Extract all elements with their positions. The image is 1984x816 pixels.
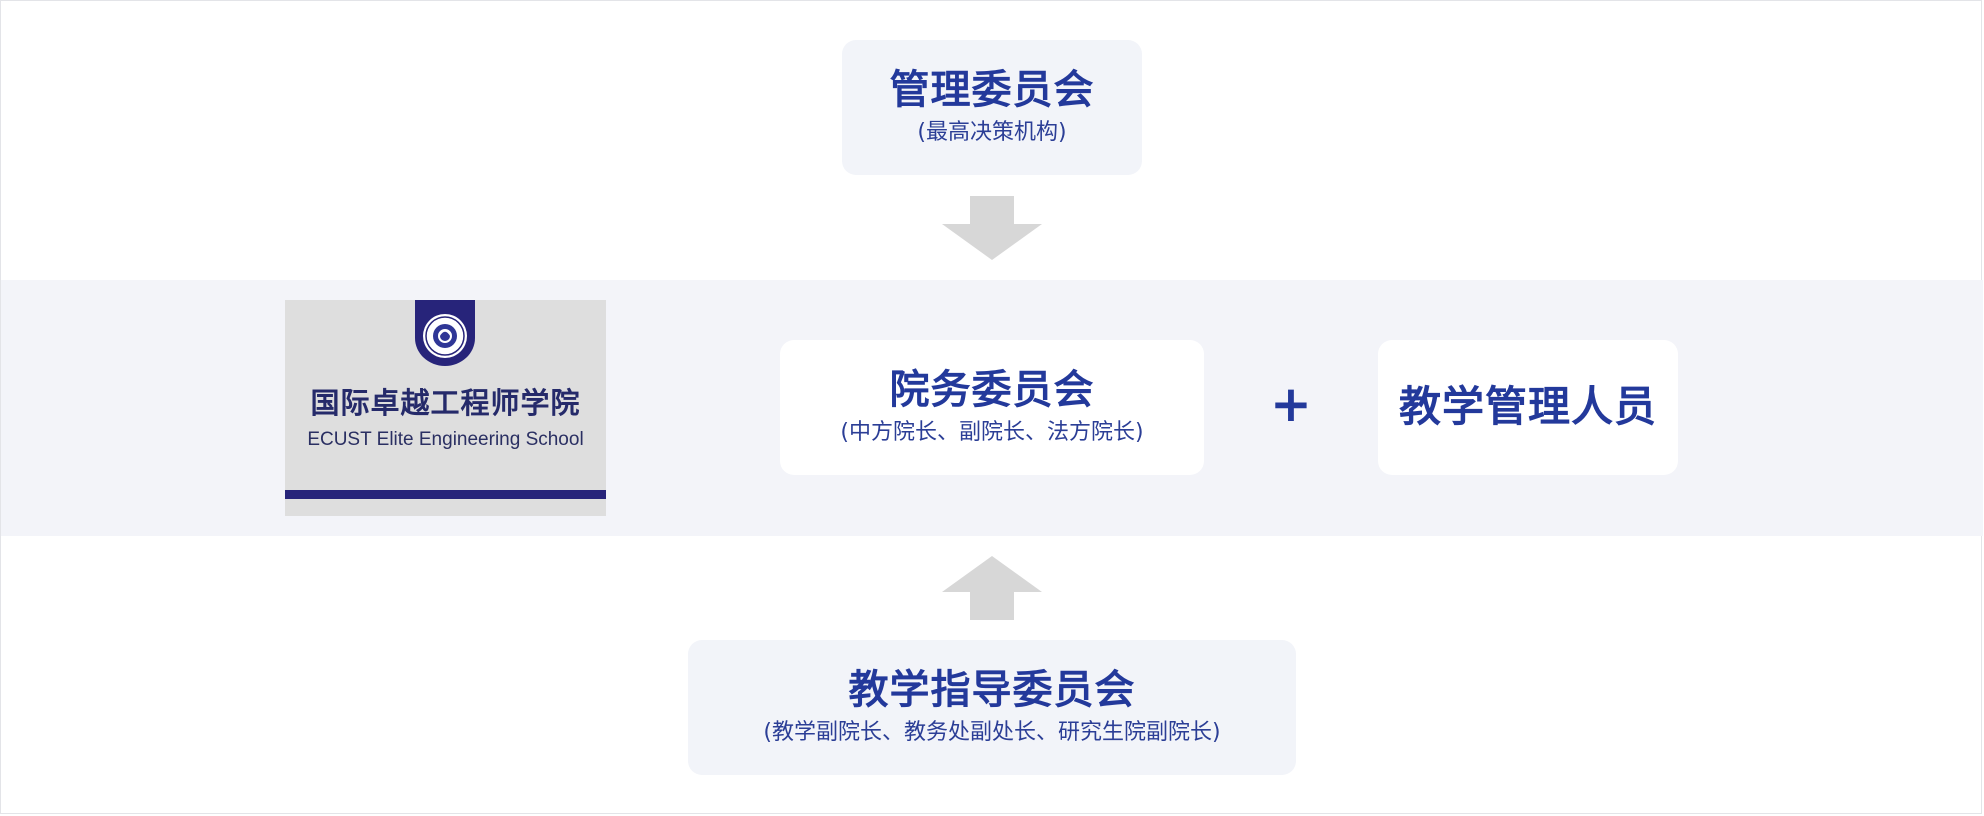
teaching-guidance-committee-title: 教学指导委员会 (848, 667, 1136, 714)
management-committee-title: 管理委员会 (889, 67, 1095, 114)
school-name-en: ECUST Elite Engineering School (307, 429, 584, 450)
school-name-cn: 国际卓越工程师学院 (310, 386, 581, 420)
teaching-guidance-committee-subtitle: (教学副院长、教务处副处长、研究生院副院长) (763, 720, 1221, 746)
school-logo: 国际卓越工程师学院 ECUST Elite Engineering School (285, 300, 606, 516)
plus-icon: + (1270, 375, 1312, 433)
management-committee-box: 管理委员会 (最高决策机构) (842, 40, 1142, 175)
management-committee-subtitle: (最高决策机构) (917, 120, 1067, 146)
teaching-staff-title: 教学管理人员 (1398, 382, 1657, 432)
college-affairs-committee-title: 院务委员会 (889, 367, 1095, 414)
logo-bar (285, 490, 606, 499)
college-affairs-committee-box: 院务委员会 (中方院长、副院长、法方院长) (780, 340, 1204, 475)
school-emblem-icon (415, 300, 475, 366)
arrow-up-icon (942, 556, 1042, 620)
arrow-down-icon (942, 196, 1042, 260)
teaching-staff-box: 教学管理人员 (1378, 340, 1678, 475)
college-affairs-committee-subtitle: (中方院长、副院长、法方院长) (840, 420, 1144, 446)
teaching-guidance-committee-box: 教学指导委员会 (教学副院长、教务处副处长、研究生院副院长) (688, 640, 1296, 775)
